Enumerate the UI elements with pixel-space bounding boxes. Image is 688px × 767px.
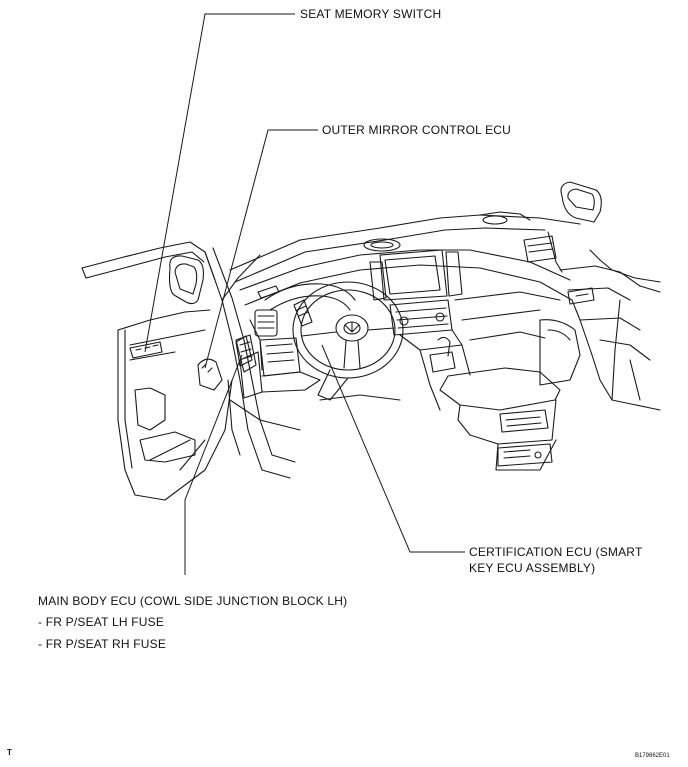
main-body-ecu-drawing bbox=[235, 334, 257, 373]
floor-drawing bbox=[179, 394, 401, 471]
a-pillar-drawing bbox=[197, 247, 296, 479]
right-door-drawing bbox=[539, 181, 661, 411]
outer-mirror-control-ecu-label: OUTER MIRROR CONTROL ECU bbox=[322, 123, 512, 137]
leader-seat-memory-switch bbox=[144, 13, 295, 353]
leader-main-body-ecu bbox=[184, 354, 243, 575]
fr-pseat-rh-fuse-label: - FR P/SEAT RH FUSE bbox=[38, 637, 167, 651]
leader-lines bbox=[144, 13, 465, 575]
main-body-ecu-label: MAIN BODY ECU (COWL SIDE JUNCTION BLOCK … bbox=[38, 594, 348, 608]
corner-mark: T bbox=[7, 748, 13, 757]
seat-memory-switch-label: SEAT MEMORY SWITCH bbox=[300, 7, 442, 21]
certification-ecu-label-line2: KEY ECU ASSEMBLY) bbox=[469, 561, 596, 575]
figure-code: B179862E01 bbox=[635, 753, 670, 759]
center-console-drawing bbox=[399, 329, 561, 471]
lower-dash-drawing bbox=[235, 335, 321, 399]
steering-wheel-drawing bbox=[292, 281, 404, 401]
windshield-drawing bbox=[229, 211, 581, 283]
certification-ecu-label-line1: CERTIFICATION ECU (SMART bbox=[469, 545, 643, 559]
dashboard-drawing bbox=[239, 215, 573, 371]
leader-outer-mirror-control-ecu bbox=[204, 129, 318, 369]
left-door-drawing bbox=[81, 241, 233, 501]
leader-certification-ecu bbox=[321, 344, 465, 553]
fr-pseat-lh-fuse-label: - FR P/SEAT LH FUSE bbox=[38, 615, 165, 629]
